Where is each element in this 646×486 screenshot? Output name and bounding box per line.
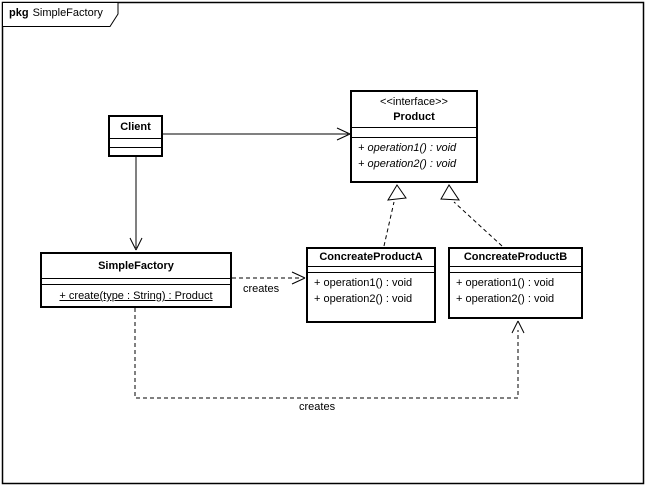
- attributes-compartment: [450, 266, 581, 272]
- class-name: ConcreateProductB: [463, 251, 568, 263]
- class-name: Client: [120, 121, 151, 133]
- operation: + operation1() : void: [358, 142, 457, 154]
- attributes-compartment: [352, 127, 476, 137]
- operation: + create(type : String) : Product: [59, 290, 213, 302]
- open-arrowhead-icon: [511, 320, 525, 334]
- edge-label-creates-b: creates: [299, 401, 336, 413]
- attributes-compartment: [308, 266, 434, 272]
- operations-compartment: + operation1() : void + operation2() : v…: [450, 272, 581, 317]
- operations-compartment: + operation1() : void + operation2() : v…: [352, 137, 476, 181]
- package-tab-shape[interactable]: [2, 2, 119, 27]
- open-arrowhead-icon: [336, 127, 351, 141]
- class-simple-factory[interactable]: SimpleFactory + create(type : String) : …: [40, 252, 232, 308]
- operation: + operation2() : void: [358, 158, 457, 170]
- class-client[interactable]: Client: [108, 115, 163, 157]
- class-name: ConcreateProductA: [319, 251, 423, 263]
- attributes-compartment: [42, 278, 230, 284]
- edge-label-creates-a: creates: [243, 283, 280, 295]
- hollow-triangle-arrowhead-icon: [387, 184, 407, 201]
- class-concreate-product-a[interactable]: ConcreateProductA + operation1() : void …: [306, 247, 436, 323]
- edge-simple-factory-to-concreate-product-a[interactable]: [232, 271, 306, 285]
- class-name: Product: [393, 110, 435, 123]
- edge-concreate-product-b-to-product[interactable]: [440, 184, 503, 247]
- operations-compartment: + create(type : String) : Product: [42, 284, 230, 306]
- package-keyword: pkg: [9, 7, 29, 19]
- operation: + operation2() : void: [456, 293, 555, 305]
- edge-concreate-product-a-to-product[interactable]: [383, 184, 407, 247]
- operation: + operation1() : void: [314, 277, 413, 289]
- hollow-triangle-arrowhead-icon: [440, 184, 460, 201]
- edge-simple-factory-to-concreate-product-b[interactable]: [134, 308, 525, 399]
- edge-client-to-simple-factory[interactable]: [129, 157, 143, 251]
- class-title: <<interface>> Product: [352, 92, 476, 127]
- class-stereotype: <<interface>>: [380, 95, 448, 108]
- class-name: SimpleFactory: [98, 259, 174, 272]
- operation: + operation2() : void: [314, 293, 413, 305]
- attributes-compartment: [110, 138, 161, 147]
- class-product[interactable]: <<interface>> Product + operation1() : v…: [350, 90, 478, 183]
- class-concreate-product-b[interactable]: ConcreateProductB + operation1() : void …: [448, 247, 583, 319]
- open-arrowhead-icon: [291, 271, 306, 285]
- edge-client-to-product[interactable]: [163, 127, 351, 141]
- operation: + operation1() : void: [456, 277, 555, 289]
- open-arrowhead-icon: [129, 237, 143, 251]
- operations-compartment: + operation1() : void + operation2() : v…: [308, 272, 434, 321]
- operations-compartment: [110, 147, 161, 155]
- package-name: SimpleFactory: [32, 7, 103, 19]
